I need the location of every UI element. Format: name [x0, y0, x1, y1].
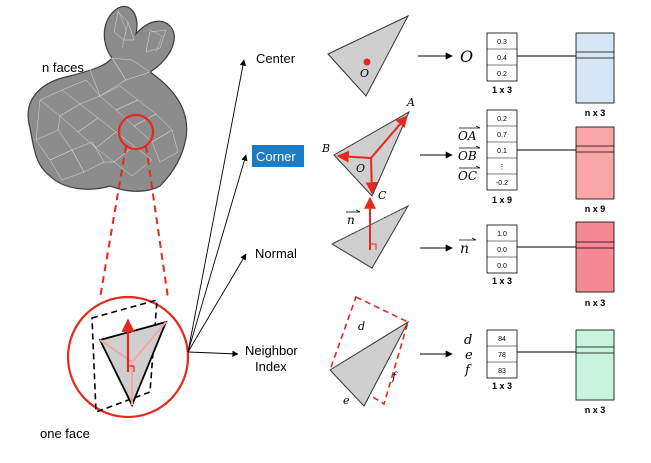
normal-output-symbol: n [460, 241, 469, 257]
normal-value: 0.0 [497, 247, 507, 254]
neighbor-dim-label: 1 x 3 [492, 381, 512, 391]
corner-matrix: n x 9 [575, 126, 615, 214]
edge-d-label: d [358, 320, 365, 333]
face-highlight-circle [117, 113, 155, 151]
n-faces-label: n faces [42, 60, 84, 75]
corner-value: 0.2 [497, 116, 507, 123]
zoom-line-right [145, 145, 169, 299]
center-output-symbol: O [460, 47, 473, 66]
normal-vector: 1.0 0.0 0.0 1 x 3 [486, 224, 518, 286]
center-matrix-dim: n x 3 [585, 108, 606, 118]
corner-value: 0.7 [497, 132, 507, 139]
normal-matrix-dim: n x 3 [585, 298, 606, 308]
normal-dim-label: 1 x 3 [492, 276, 512, 286]
center-label: Center [256, 51, 296, 66]
vector-to-matrix-arrows [517, 52, 585, 356]
neighbor-row: d e f d e f [329, 295, 473, 407]
corner-vector: 0.2 0.7 0.1 ⋮ -0.2 1 x 9 [486, 109, 518, 205]
vertex-b-label: B [321, 142, 330, 155]
corner-matrix-dim: n x 9 [585, 204, 606, 214]
vertex-c-label: C [378, 189, 387, 202]
normal-value: 1.0 [497, 231, 507, 238]
one-face-label: one face [40, 426, 90, 441]
one-face-zoom [66, 295, 190, 419]
corner-output-oa: OA [458, 129, 477, 143]
corner-output-ob: OB [458, 149, 477, 163]
neighbor-label-line1: Neighbor [245, 343, 298, 358]
corner-value: ⋮ [499, 164, 506, 171]
corner-row: A B C O OA OB OC [321, 96, 481, 202]
neighbor-value: 78 [498, 352, 506, 359]
center-value: 0.4 [497, 55, 507, 62]
normal-value: 0.0 [497, 263, 507, 270]
edge-e-label: e [343, 394, 350, 407]
corner-value: 0.1 [497, 148, 507, 155]
fan-arrows [187, 59, 248, 357]
center-vector: 0.3 0.4 0.2 1 x 3 [486, 32, 518, 95]
neighbor-vector: 84 78 83 1 x 3 [486, 329, 518, 391]
corner-dim-label: 1 x 9 [492, 195, 512, 205]
center-dim-label: 1 x 3 [492, 85, 512, 95]
center-point [363, 58, 371, 66]
normal-matrix: n x 3 [575, 221, 615, 308]
normal-label: Normal [255, 246, 297, 261]
neighbor-output-d: d [464, 333, 472, 348]
corner-output-oc: OC [458, 169, 477, 183]
normal-vector-label: n [347, 213, 355, 227]
center-row: O O [327, 14, 473, 97]
neighbor-matrix: n x 3 [575, 329, 615, 415]
center-matrix: n x 3 [575, 32, 615, 118]
vertex-o-label: O [356, 162, 365, 175]
corner-value: -0.2 [496, 180, 508, 187]
vertex-a-label: A [406, 96, 415, 109]
edge-f-label: f [391, 370, 398, 383]
center-value: 0.2 [497, 71, 507, 78]
neighbor-value: 83 [498, 368, 506, 375]
bunny-mesh [27, 5, 188, 192]
corner-label: Corner [256, 149, 296, 164]
center-value: 0.3 [497, 39, 507, 46]
normal-row: n n [330, 196, 477, 269]
corner-label-bg [252, 145, 304, 167]
neighbor-output-f: f [464, 363, 472, 378]
neighbor-output-e: e [465, 348, 473, 363]
neighbor-label-line2: Index [255, 359, 287, 374]
neighbor-value: 84 [498, 336, 506, 343]
neighbor-matrix-dim: n x 3 [585, 405, 606, 415]
zoom-line-left [99, 145, 127, 299]
center-point-label: O [360, 67, 369, 80]
